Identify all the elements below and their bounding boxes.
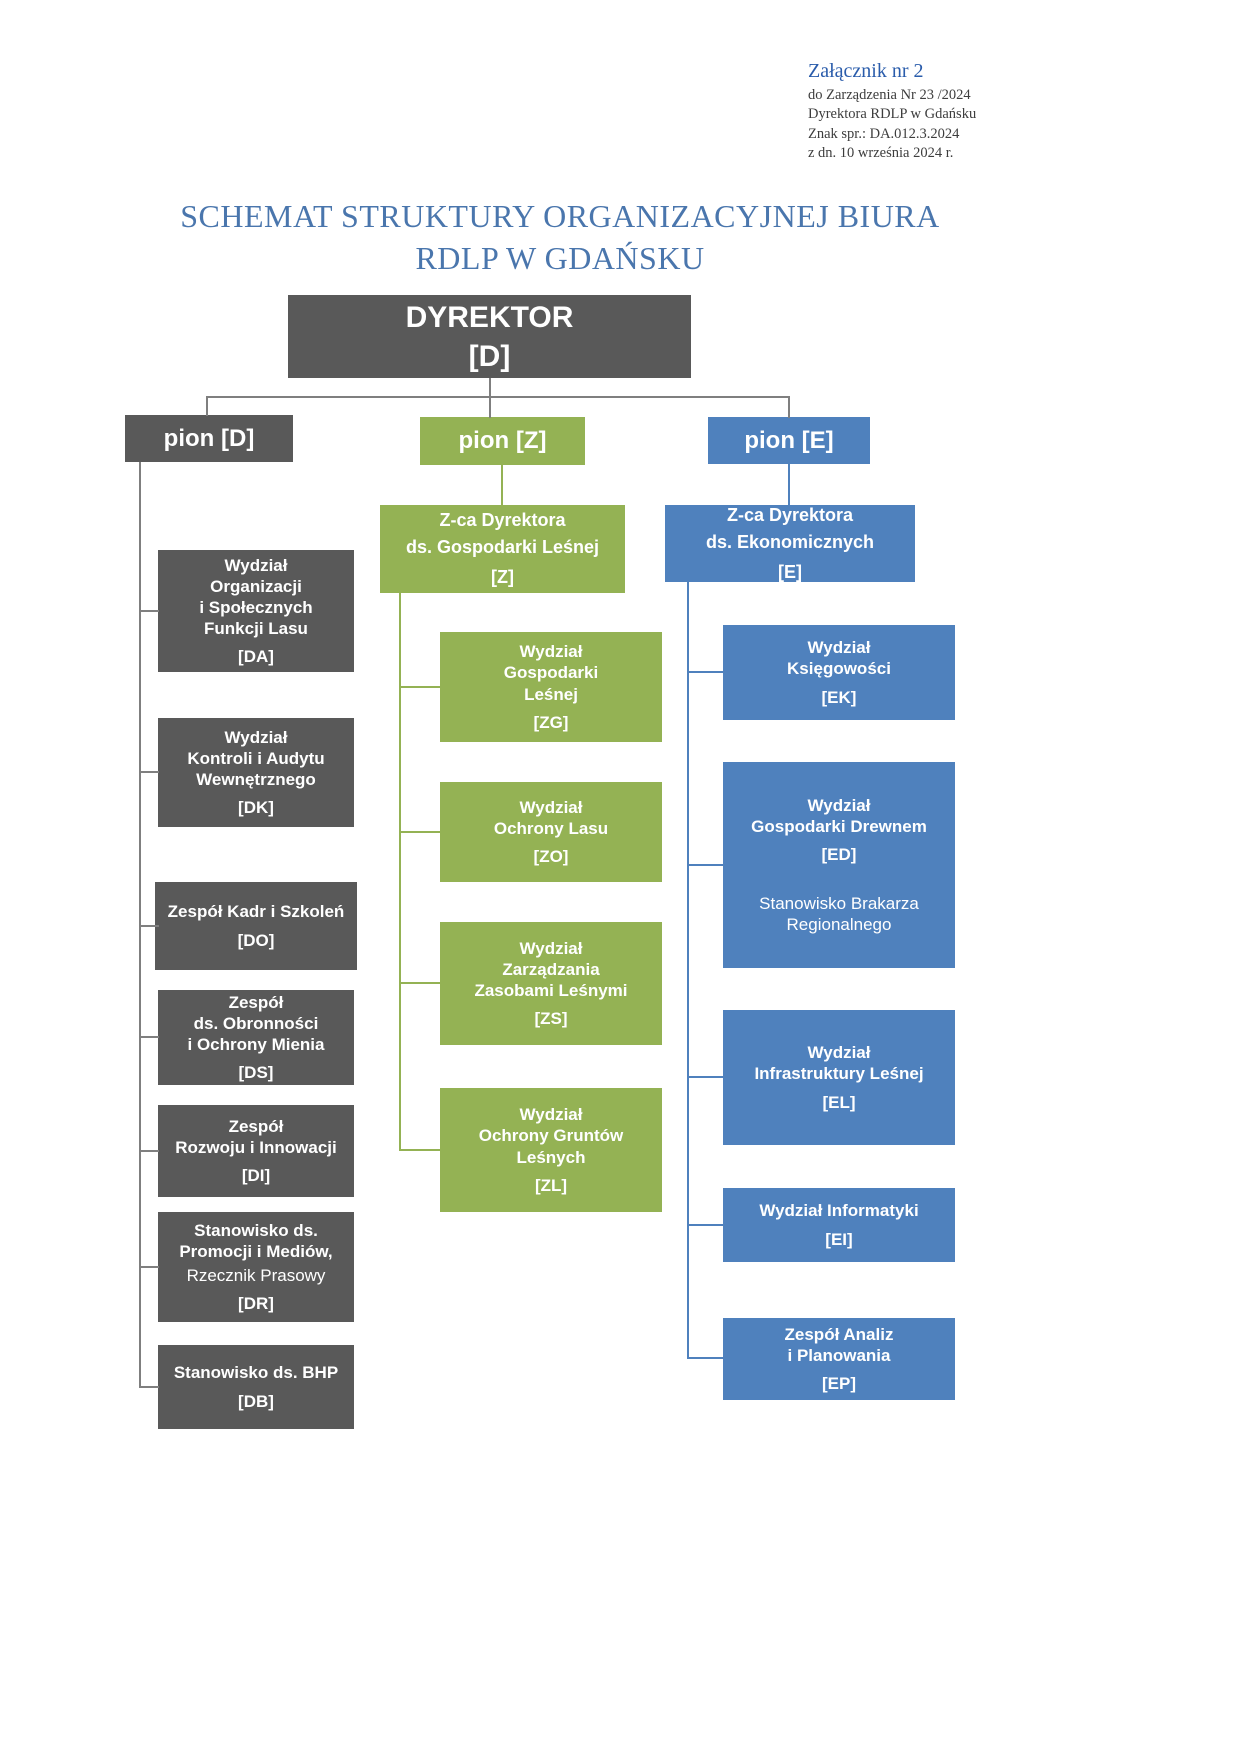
unit-name: Zespół ds. Obronności i Ochrony Mienia <box>187 992 325 1054</box>
connector-line <box>139 1150 159 1152</box>
connector-line <box>206 396 790 398</box>
connector-line <box>687 1224 723 1226</box>
unit-ed: Wydział Gospodarki Drewnem [ED] Stanowis… <box>723 762 955 968</box>
unit-dk: Wydział Kontroli i Audytu Wewnętrznego [… <box>158 718 354 827</box>
unit-code: [ZO] <box>533 847 569 867</box>
connector-line <box>139 925 159 927</box>
deputy-e-box: Z-ca Dyrektora ds. Ekonomicznych [E] <box>665 505 915 582</box>
annotation-line: do Zarządzenia Nr 23 /2024 <box>808 87 971 103</box>
unit-code: [ED] <box>821 844 857 864</box>
deputy-z-code: [Z] <box>491 567 514 587</box>
unit-name: Zespół Analiz i Planowania <box>784 1324 894 1365</box>
deputy-z-box: Z-ca Dyrektora ds. Gospodarki Leśnej [Z] <box>380 505 625 593</box>
unit-code: [DO] <box>237 930 275 950</box>
deputy-z-name: Z-ca Dyrektora ds. Gospodarki Leśnej <box>405 510 600 557</box>
unit-name: Wydział Infrastruktury Leśnej <box>754 1043 924 1084</box>
unit-ds: Zespół ds. Obronności i Ochrony Mienia [… <box>158 990 354 1085</box>
unit-zs: Wydział Zarządzania Zasobami Leśnymi [ZS… <box>440 922 662 1045</box>
unit-name: Stanowisko ds. Promocji i Mediów, <box>179 1221 333 1262</box>
connector-line <box>687 1076 723 1078</box>
connector-line <box>139 1036 159 1038</box>
unit-name: Wydział Księgowości <box>787 638 891 679</box>
unit-subtitle: Stanowisko Brakarza Regionalnego <box>759 894 919 935</box>
unit-ei: Wydział Informatyki [EI] <box>723 1188 955 1262</box>
unit-zg: Wydział Gospodarki Leśnej [ZG] <box>440 632 662 742</box>
connector-line <box>139 1266 159 1268</box>
pion-e-header: pion [E] <box>708 417 870 464</box>
connector-line <box>399 982 440 984</box>
connector-line <box>687 1357 723 1359</box>
unit-code: [DR] <box>238 1293 274 1313</box>
unit-di: Zespół Rozwoju i Innowacji [DI] <box>158 1105 354 1197</box>
unit-code: [DS] <box>238 1063 274 1083</box>
connector-line <box>399 831 440 833</box>
unit-zo: Wydział Ochrony Lasu [ZO] <box>440 782 662 882</box>
connector-line <box>139 1386 159 1388</box>
unit-name: Wydział Ochrony Lasu <box>493 797 609 838</box>
connector-line <box>788 396 790 418</box>
director-name: DYREKTOR <box>405 300 574 334</box>
unit-name: Wydział Ochrony Gruntów Leśnych <box>478 1105 624 1167</box>
unit-name: Wydział Gospodarki Drewnem <box>751 795 927 836</box>
deputy-e-name: Z-ca Dyrektora ds. Ekonomicznych <box>705 504 875 552</box>
pion-z-header: pion [Z] <box>420 417 585 465</box>
connector-line <box>489 396 491 418</box>
unit-code: [DI] <box>241 1166 271 1186</box>
unit-code: [ZL] <box>534 1175 568 1195</box>
connector-line <box>399 686 440 688</box>
unit-ek: Wydział Księgowości [EK] <box>723 625 955 720</box>
unit-name: Wydział Zarządzania Zasobami Leśnymi <box>474 938 628 1000</box>
connector-line <box>139 610 159 612</box>
unit-code: [EL] <box>822 1092 856 1112</box>
pion-z-label: pion [Z] <box>458 427 547 454</box>
annotation-block: Załącznik nr 2 do Zarządzenia Nr 23 /202… <box>808 60 976 164</box>
unit-zl: Wydział Ochrony Gruntów Leśnych [ZL] <box>440 1088 662 1212</box>
unit-code: [EP] <box>822 1374 856 1394</box>
director-box: DYREKTOR [D] <box>288 295 691 378</box>
connector-line <box>139 771 159 773</box>
connector-line <box>489 378 491 397</box>
unit-dr: Stanowisko ds. Promocji i Mediów, Rzeczn… <box>158 1212 354 1322</box>
connector-line <box>399 593 401 1151</box>
unit-ep: Zespół Analiz i Planowania [EP] <box>723 1318 955 1400</box>
pion-e-label: pion [E] <box>744 426 834 454</box>
connector-line <box>399 1149 440 1151</box>
unit-name: Zespół Kadr i Szkoleń <box>167 902 345 922</box>
connector-line <box>788 464 790 505</box>
connector-line <box>687 671 723 673</box>
page-title: SCHEMAT STRUKTURY ORGANIZACYJNEJ BIURA R… <box>180 198 940 276</box>
director-code: [D] <box>468 339 511 373</box>
unit-da: Wydział Organizacji i Społecznych Funkcj… <box>158 550 354 672</box>
unit-code: [DK] <box>238 798 274 818</box>
annotation-title: Załącznik nr 2 <box>808 60 924 82</box>
unit-code: [DB] <box>238 1391 274 1411</box>
unit-name: Wydział Kontroli i Audytu Wewnętrznego <box>187 727 325 789</box>
connector-line <box>206 396 208 416</box>
unit-name: Wydział Gospodarki Leśnej <box>503 642 599 704</box>
unit-name: Wydział Informatyki <box>759 1201 919 1221</box>
unit-db: Stanowisko ds. BHP [DB] <box>158 1345 354 1429</box>
unit-code: [EK] <box>821 687 857 707</box>
unit-do: Zespół Kadr i Szkoleń [DO] <box>155 882 357 970</box>
deputy-e-code: [E] <box>778 561 802 582</box>
annotation-line: z dn. 10 września 2024 r. <box>808 145 954 162</box>
unit-name: Zespół Rozwoju i Innowacji <box>175 1116 337 1157</box>
connector-line <box>501 465 503 505</box>
annotation-line: Znak spr.: DA.012.3.2024 <box>808 125 960 142</box>
unit-code: [EI] <box>825 1229 853 1249</box>
unit-name: Stanowisko ds. BHP <box>173 1363 339 1383</box>
connector-line <box>687 864 723 866</box>
unit-code: [ZG] <box>533 712 569 732</box>
unit-subtitle: Rzecznik Prasowy <box>186 1265 326 1285</box>
connector-line <box>687 582 689 1359</box>
pion-d-label: pion [D] <box>163 424 255 452</box>
pion-d-header: pion [D] <box>125 415 293 462</box>
unit-el: Wydział Infrastruktury Leśnej [EL] <box>723 1010 955 1145</box>
unit-name: Wydział Organizacji i Społecznych Funkcj… <box>199 555 313 639</box>
annotation-line: Dyrektora RDLP w Gdańsku <box>808 106 977 123</box>
unit-code: [DA] <box>238 647 274 667</box>
unit-code: [ZS] <box>534 1009 568 1029</box>
